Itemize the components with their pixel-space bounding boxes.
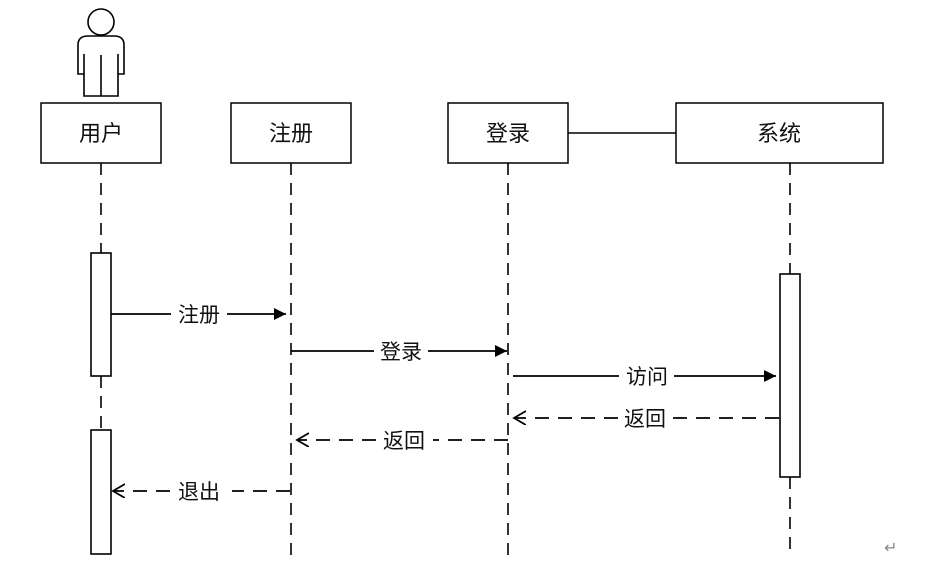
return-mark-icon: ↵ <box>884 538 898 557</box>
message-label: 访问 <box>626 365 668 389</box>
message-label: 返回 <box>383 429 425 453</box>
message-label: 注册 <box>178 303 220 327</box>
participant-label: 系统 <box>757 122 801 147</box>
message-label: 登录 <box>380 340 422 364</box>
message-logout: 退出 <box>113 480 290 504</box>
message-label: 返回 <box>624 407 666 431</box>
participant-user: 用户 <box>40 102 162 164</box>
actor-icon <box>77 8 125 97</box>
activation-system <box>779 273 801 478</box>
message-login: 登录 <box>291 340 507 364</box>
message-register: 注册 <box>111 303 286 327</box>
participant-label: 用户 <box>79 122 123 147</box>
message-access: 访问 <box>513 365 776 389</box>
participant-login: 登录 <box>447 102 569 164</box>
message-return-login: 返回 <box>297 429 508 453</box>
participant-label: 注册 <box>269 122 313 147</box>
activation-user-2 <box>90 429 112 555</box>
activation-user-1 <box>90 252 112 377</box>
message-return-system: 返回 <box>514 407 779 431</box>
participant-system: 系统 <box>675 102 884 164</box>
message-label: 退出 <box>178 480 220 504</box>
participant-label: 登录 <box>486 122 530 147</box>
participant-register: 注册 <box>230 102 352 164</box>
